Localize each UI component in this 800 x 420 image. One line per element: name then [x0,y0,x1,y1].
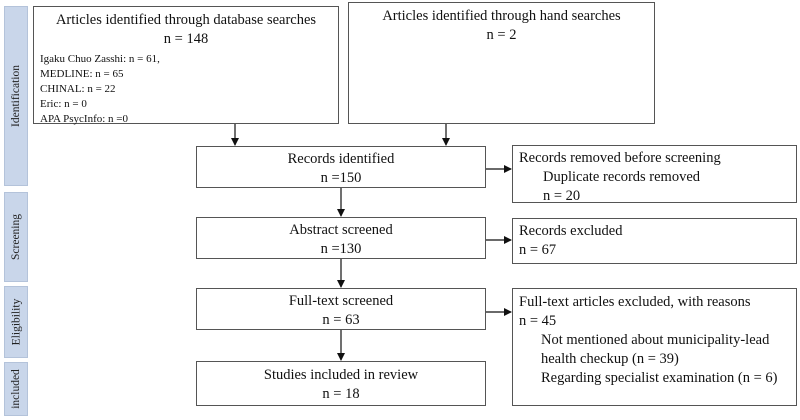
abstract-screened-title: Abstract screened [289,222,393,238]
database-source: MEDLINE: n = 65 [40,68,124,80]
database-search-title: Articles identified through database sea… [55,12,317,28]
removed-before-detail: Duplicate records removed [543,169,701,185]
records-excluded-count: n = 67 [519,242,557,258]
fulltext-screened-title: Full-text screened [288,293,394,309]
fulltext-screened-count: n = 63 [322,312,360,328]
fulltext-excluded-title: Full-text articles excluded, with reason… [519,294,751,310]
exclusion-reason-2: Regarding specialist examination (n = 6) [541,370,778,386]
removed-before-title: Records removed before screening [519,150,721,166]
database-search-box: Articles identified through database sea… [33,6,339,125]
hand-search-box: Articles identified through hand searche… [348,2,655,124]
removed-before-screening-box: Records removed before screening Duplica… [512,145,797,204]
database-source: APA PsycInfo: n =0 [40,113,129,125]
abstract-screened-box: Abstract screened n =130 [196,217,486,259]
records-identified-count: n =150 [320,170,362,186]
fulltext-screened-box: Full-text screened n = 63 [196,288,486,330]
database-source: Eric: n = 0 [40,98,87,110]
studies-included-count: n = 18 [322,386,360,402]
fulltext-excluded-box: Full-text articles excluded, with reason… [512,288,797,406]
removed-before-count: n = 20 [543,188,581,204]
exclusion-reason-1: Not mentioned about municipality-lead [541,332,770,348]
abstract-screened-count: n =130 [320,241,362,257]
hand-search-count: n = 2 [486,27,517,43]
database-search-count: n = 148 [163,31,209,47]
stage-identification: Identification [4,6,28,186]
stage-screening: Screening [4,192,28,282]
studies-included-box: Studies included in review n = 18 [196,361,486,406]
records-excluded-title: Records excluded [519,223,623,239]
fulltext-excluded-count: n = 45 [519,313,557,329]
database-source: Igaku Chuo Zasshi: n = 61, [40,53,160,65]
stage-included: included [4,362,28,416]
hand-search-title: Articles identified through hand searche… [382,8,621,24]
records-identified-title: Records identified [287,151,395,167]
database-source: CHINAL: n = 22 [40,83,116,95]
records-identified-box: Records identified n =150 [196,146,486,188]
studies-included-title: Studies included in review [263,367,419,383]
stage-eligibility: Eligibility [4,286,28,358]
exclusion-reason-1-cont: health checkup (n = 39) [541,351,679,367]
records-excluded-box: Records excluded n = 67 [512,218,797,264]
